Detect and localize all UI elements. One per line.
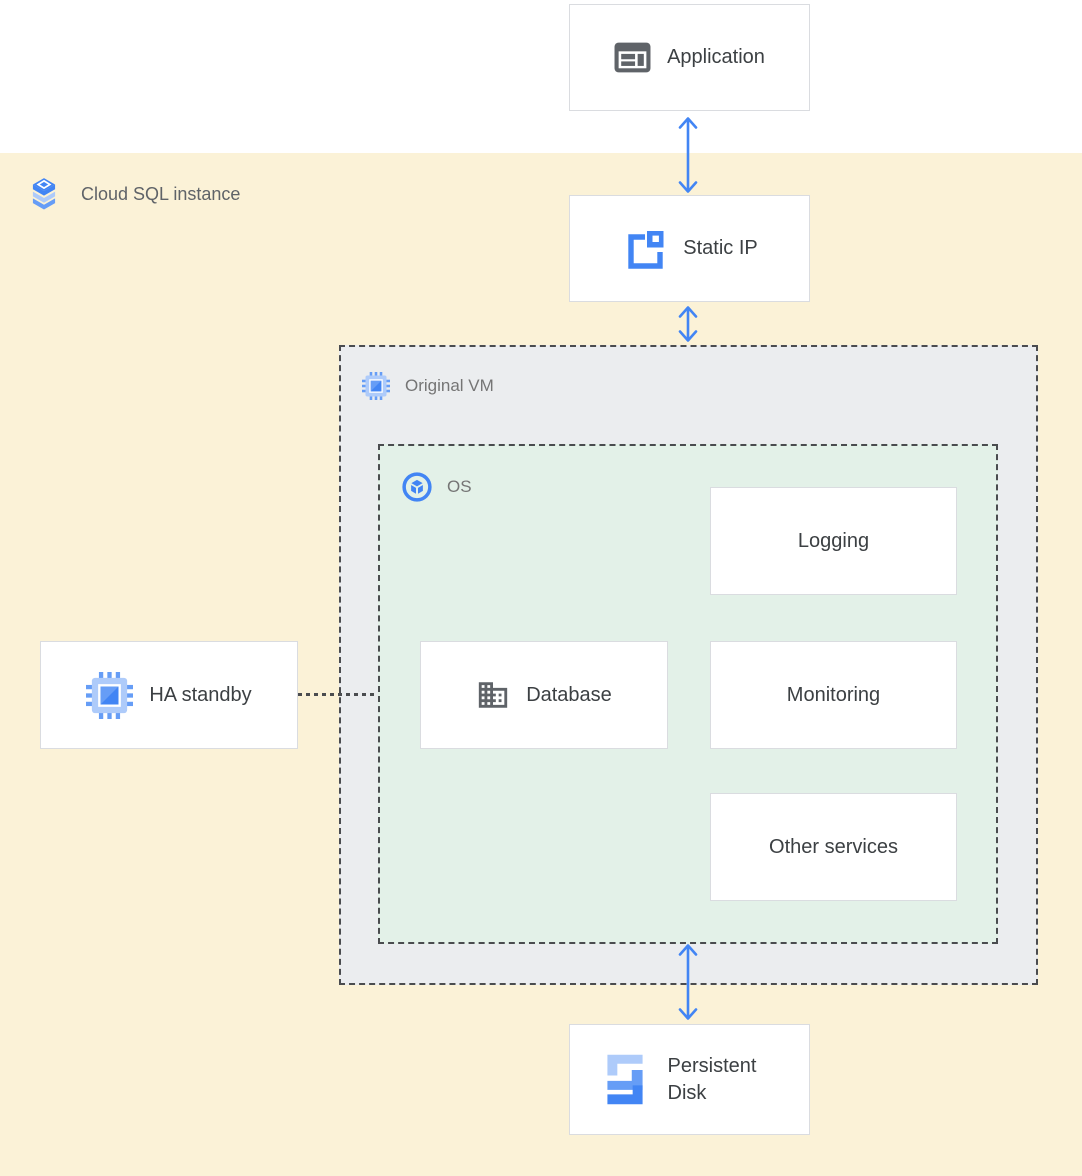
node-application: Application — [569, 4, 810, 111]
os-container: OS Logging Database Monitoring Other ser… — [378, 444, 998, 944]
os-label: OS — [447, 477, 472, 496]
cloud-sql-instance-label: Cloud SQL instance — [81, 183, 241, 204]
arrow-vm-persistentdisk — [678, 944, 698, 1020]
original-vm-container: Original VM OS Logging — [339, 345, 1038, 985]
application-window-icon — [614, 42, 651, 73]
cloud-sql-icon — [25, 175, 63, 213]
database-label: Database — [526, 683, 612, 706]
os-image-icon — [402, 472, 432, 502]
application-label: Application — [667, 46, 765, 68]
node-monitoring: Monitoring — [710, 641, 957, 749]
node-ha-standby: HA standby — [40, 641, 298, 749]
building-icon — [476, 678, 510, 712]
connector-ha-standby-vm — [298, 693, 378, 696]
os-header: OS — [402, 472, 472, 502]
logging-label: Logging — [797, 529, 870, 552]
ha-standby-label: HA standby — [149, 683, 252, 706]
other-services-label: Other services — [769, 835, 898, 858]
node-persistent-disk: Persistent Disk — [569, 1024, 810, 1135]
monitoring-label: Monitoring — [786, 683, 881, 706]
original-vm-label: Original VM — [405, 376, 494, 395]
static-ip-label: Static IP — [683, 237, 758, 259]
compute-engine-icon — [362, 372, 390, 400]
node-other-services: Other services — [710, 793, 957, 901]
node-static-ip: Static IP — [569, 195, 810, 302]
original-vm-header: Original VM — [362, 372, 494, 400]
arrow-staticip-vm — [678, 306, 698, 342]
static-ip-icon — [621, 226, 667, 272]
compute-engine-icon — [86, 671, 134, 719]
persistent-disk-label: Persistent Disk — [667, 1054, 757, 1104]
cloud-sql-instance-header: Cloud SQL instance — [25, 172, 240, 216]
node-database: Database — [420, 641, 668, 749]
node-logging: Logging — [710, 487, 957, 595]
arrow-application-staticip — [678, 117, 698, 193]
persistent-disk-icon — [600, 1052, 650, 1107]
